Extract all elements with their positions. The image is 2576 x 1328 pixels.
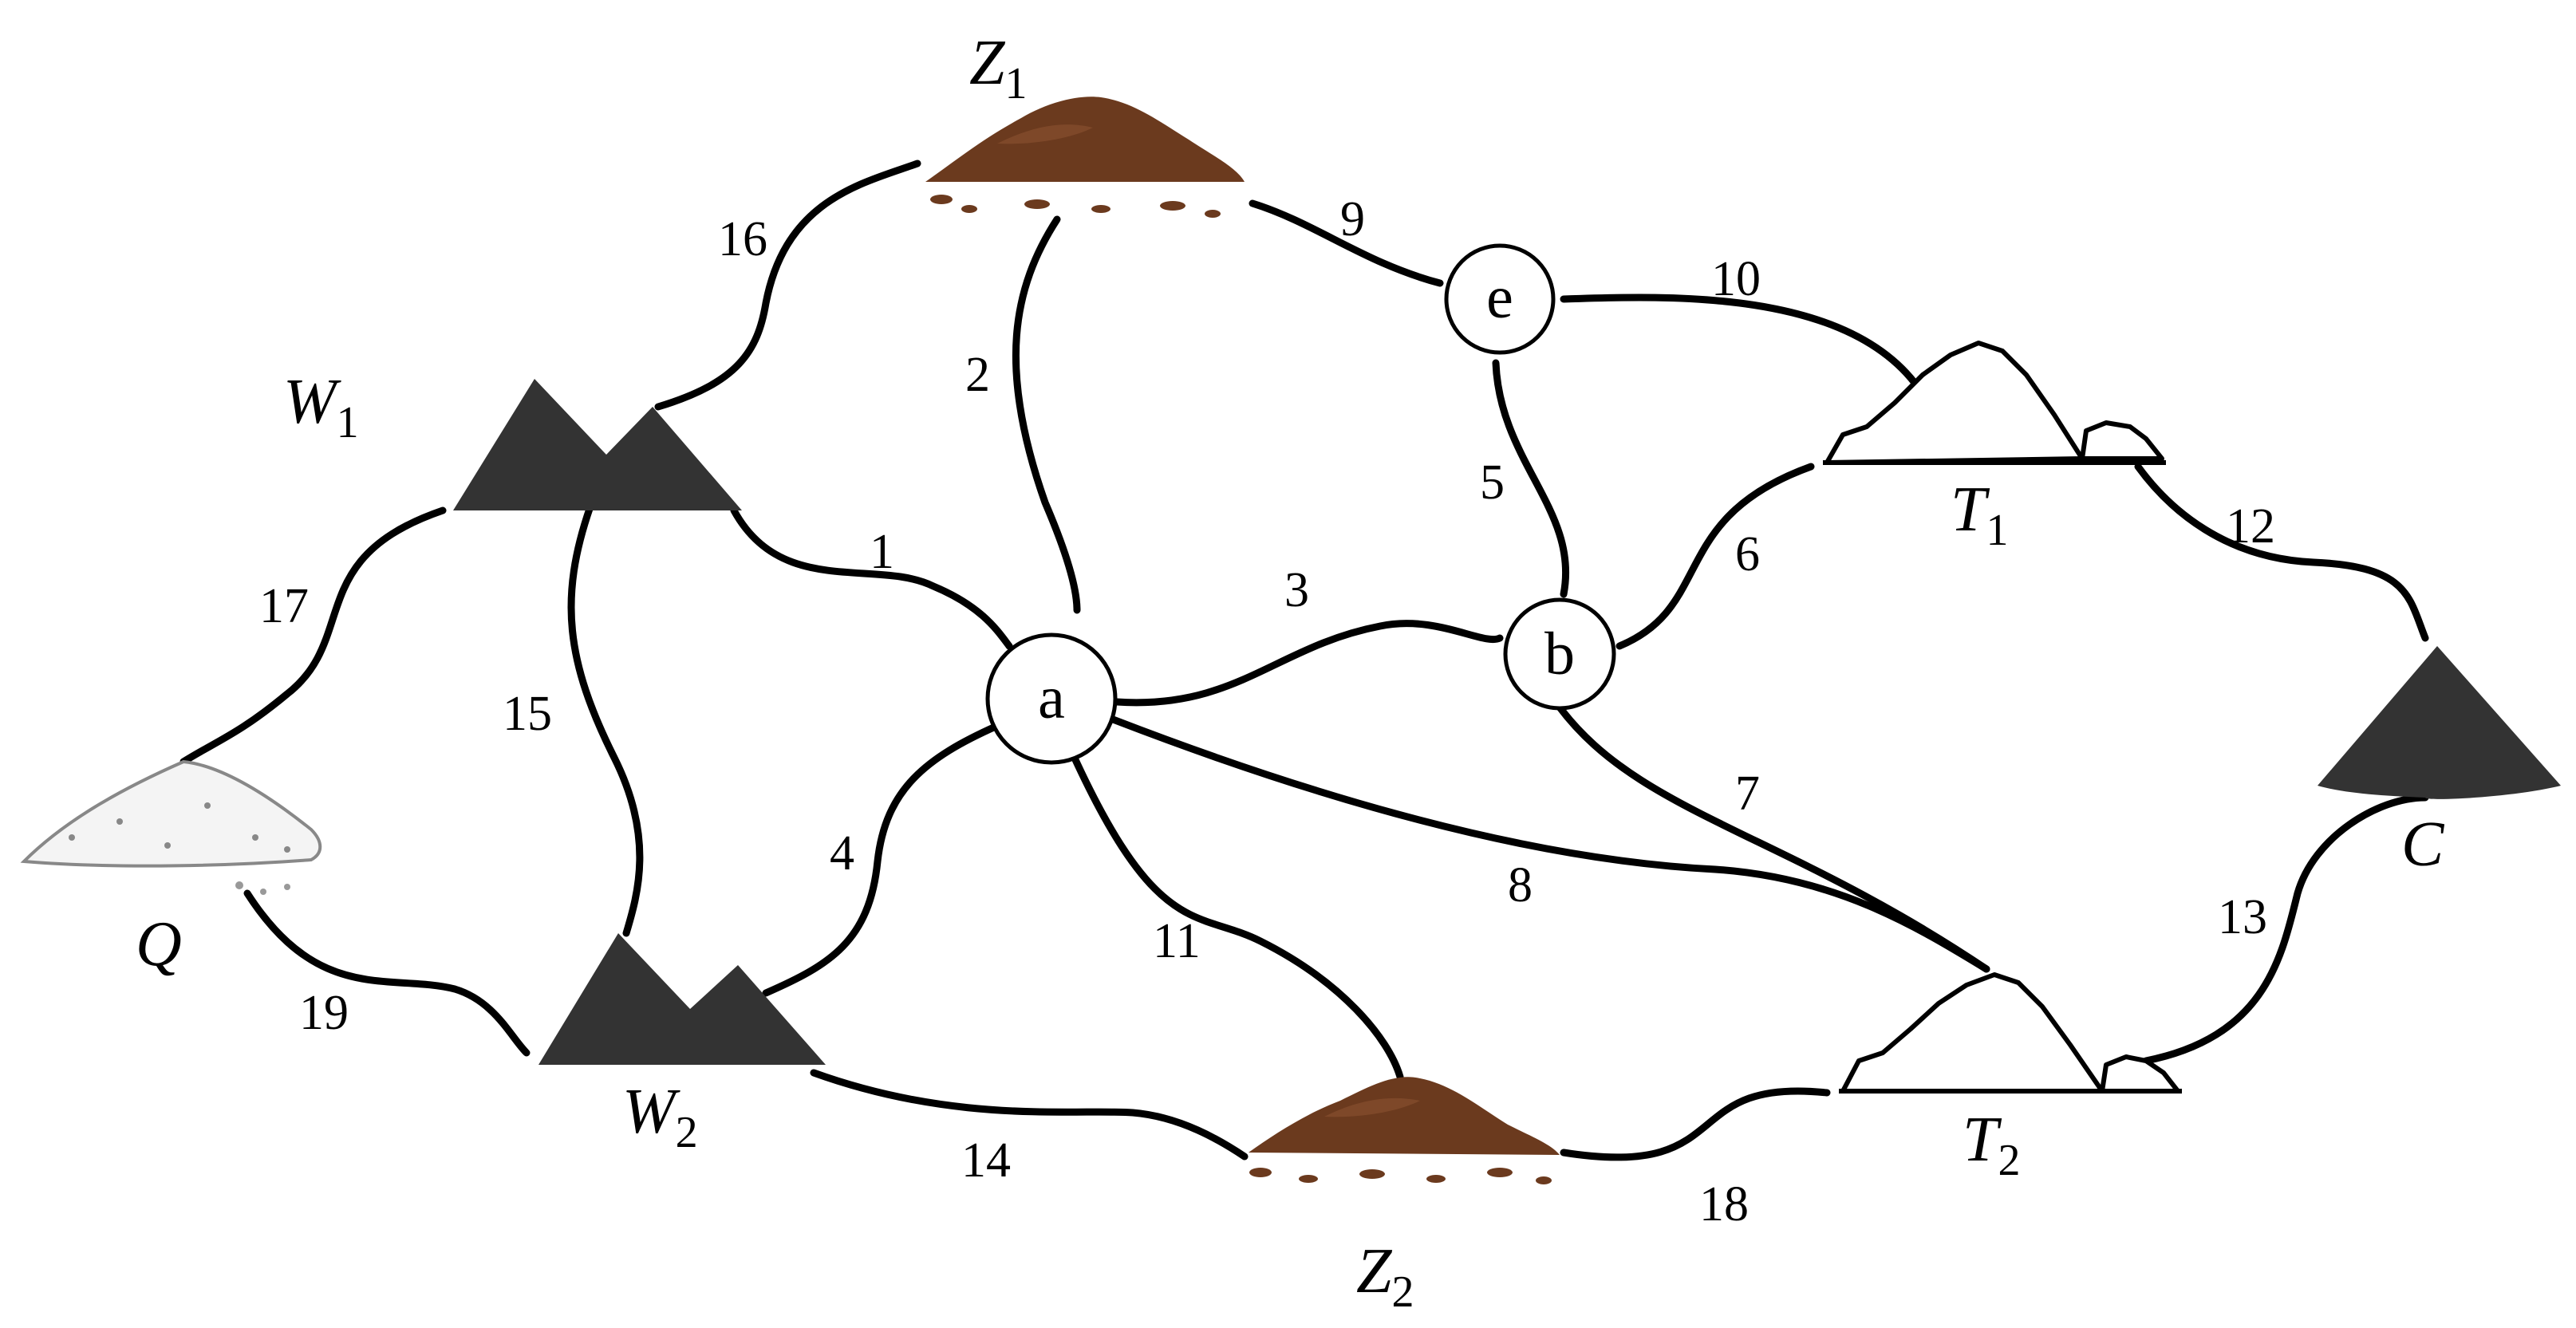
outline-mound-icon: [1823, 341, 2166, 465]
edge-label-12: 12: [2226, 499, 2275, 554]
edge-label-19: 19: [299, 986, 349, 1040]
edge-4: [762, 722, 1001, 997]
cone-icon: [2318, 646, 2561, 799]
edge-label-1: 1: [870, 525, 894, 579]
edge-10: [1560, 294, 1919, 387]
edge-labels: 1 2 3 4 5 6 7 8 9 10 11 12 13 14 15 16 1…: [259, 192, 2275, 1231]
edge-15: [567, 502, 644, 937]
junction-e: e: [1444, 243, 1556, 355]
edge-13: [2142, 794, 2429, 1065]
edge-2: [1012, 215, 1081, 614]
edge-11: [1065, 742, 1404, 1081]
edge-9: [1249, 199, 1444, 287]
edge-19: [243, 889, 531, 1057]
soil-pile-icon: [925, 97, 1245, 218]
edge-label-8: 8: [1508, 858, 1533, 912]
edge-8: [1105, 714, 1990, 973]
edge-label-14: 14: [961, 1133, 1011, 1188]
edge-6: [1615, 463, 1815, 650]
edge-label-17: 17: [259, 579, 309, 633]
site-label-q: Q: [136, 909, 182, 979]
edge-12: [2134, 463, 2429, 642]
site-label-t1: T1: [1951, 475, 2009, 555]
edge-3: [1113, 620, 1504, 707]
outline-mound-icon: [1839, 972, 2182, 1094]
edge-label-2: 2: [965, 348, 990, 402]
edge-label-11: 11: [1153, 914, 1201, 968]
edge-17: [179, 506, 447, 766]
edge-label-10: 10: [1711, 252, 1761, 306]
site-label-w1: W1: [283, 367, 359, 447]
edge-label-13: 13: [2218, 890, 2267, 944]
site-label-t2: T2: [1963, 1105, 2021, 1185]
sand-pile-icon: [20, 759, 322, 895]
junction-a-label: a: [1038, 664, 1065, 731]
edge-16: [654, 160, 921, 411]
edges: [179, 160, 2429, 1161]
junction-b: b: [1503, 597, 1616, 711]
soil-pile-icon: [1249, 1077, 1560, 1184]
edge-label-18: 18: [1699, 1177, 1749, 1231]
edge-label-4: 4: [830, 826, 854, 881]
site-label-z2: Z2: [1356, 1236, 1414, 1317]
junction-e-label: e: [1486, 264, 1513, 331]
edge-5: [1492, 359, 1570, 598]
mountain-icon: [538, 933, 826, 1065]
edge-label-5: 5: [1480, 455, 1505, 510]
edge-label-15: 15: [503, 687, 552, 741]
junction-a: a: [985, 632, 1118, 765]
edge-14: [810, 1069, 1249, 1161]
site-label-c: C: [2401, 810, 2445, 880]
edge-label-7: 7: [1735, 766, 1760, 821]
site-label-w2: W2: [622, 1077, 698, 1157]
junction-b-label: b: [1544, 621, 1575, 688]
edge-label-3: 3: [1284, 563, 1309, 617]
edge-18: [1560, 1087, 1831, 1161]
edge-label-9: 9: [1340, 192, 1365, 246]
edge-7: [1552, 698, 1990, 973]
mountain-icon: [453, 379, 742, 510]
edge-label-16: 16: [718, 212, 767, 266]
edge-1: [730, 506, 1013, 650]
edge-label-6: 6: [1735, 527, 1760, 581]
site-label-z1: Z1: [969, 28, 1028, 108]
